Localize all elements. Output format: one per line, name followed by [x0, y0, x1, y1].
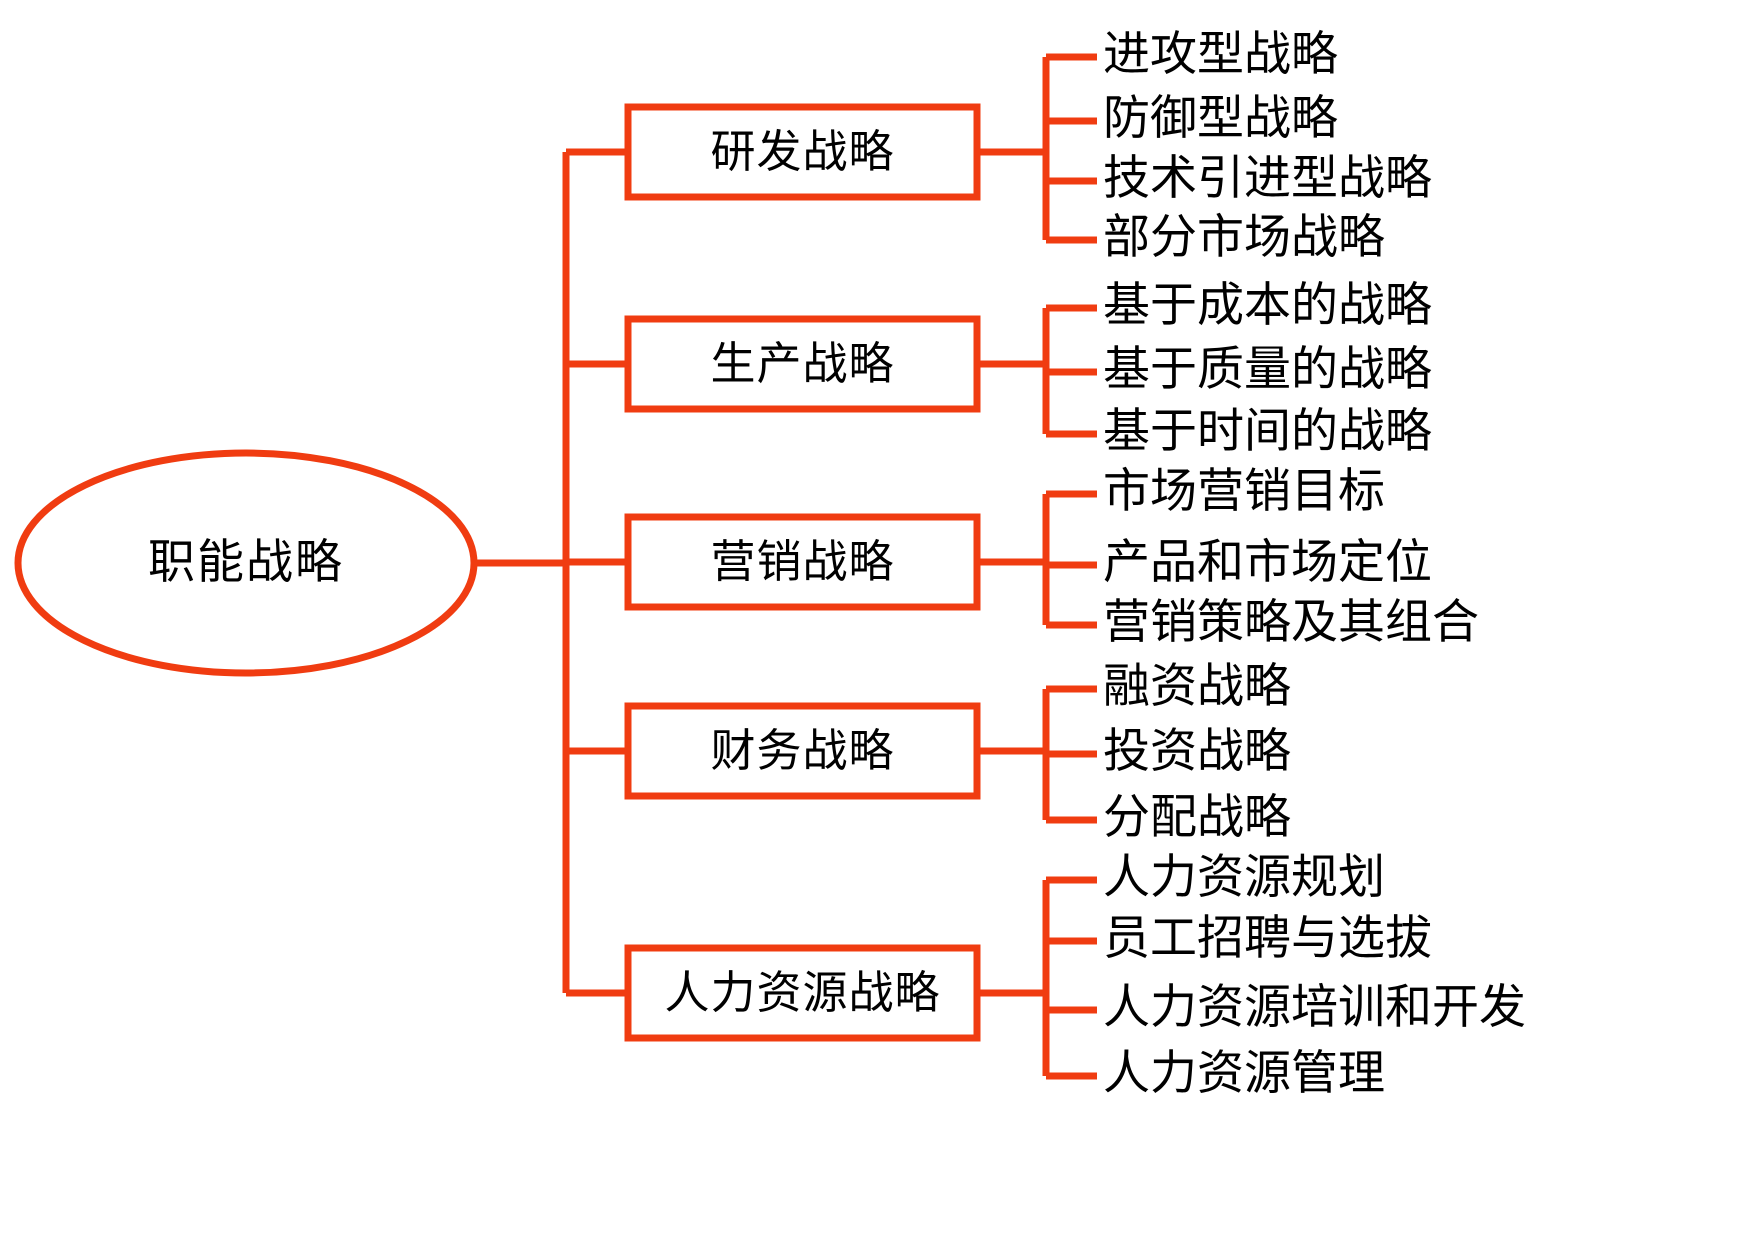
branch-label-4[interactable]: 财务战略: [710, 724, 895, 777]
leaf-label-4-1[interactable]: 融资战略: [1103, 659, 1291, 714]
leaf-label-2-3[interactable]: 基于时间的战略: [1103, 404, 1432, 459]
leaf-label-5-2[interactable]: 员工招聘与选拔: [1103, 911, 1432, 966]
leaf-label-1-4[interactable]: 部分市场战略: [1103, 210, 1385, 265]
leaf-label-2-1[interactable]: 基于成本的战略: [1103, 278, 1432, 333]
leaf-label-1-2[interactable]: 防御型战略: [1103, 91, 1338, 146]
branch-box-2[interactable]: [624, 315, 981, 413]
root-node-label[interactable]: 职能战略: [148, 535, 344, 590]
leaf-label-5-3[interactable]: 人力资源培训和开发: [1103, 980, 1526, 1035]
branch-label-5[interactable]: 人力资源战略: [664, 966, 941, 1019]
branch-box-3[interactable]: [624, 513, 981, 611]
leaf-label-4-2[interactable]: 投资战略: [1103, 724, 1291, 779]
leaf-label-3-1[interactable]: 市场营销目标: [1103, 464, 1385, 519]
branch-label-1[interactable]: 研发战略: [710, 125, 895, 178]
leaf-label-1-3[interactable]: 技术引进型战略: [1103, 151, 1432, 206]
root-node-ellipse[interactable]: [14, 449, 478, 677]
branch-box-4[interactable]: [624, 702, 981, 800]
leaf-label-1-1[interactable]: 进攻型战略: [1103, 27, 1338, 82]
leaf-label-2-2[interactable]: 基于质量的战略: [1103, 342, 1432, 397]
leaf-label-5-4[interactable]: 人力资源管理: [1103, 1046, 1385, 1101]
branch-label-3[interactable]: 营销战略: [710, 535, 895, 588]
leaf-label-3-3[interactable]: 营销策略及其组合: [1103, 595, 1479, 650]
leaf-label-4-3[interactable]: 分配战略: [1103, 790, 1291, 845]
branch-label-2[interactable]: 生产战略: [710, 337, 895, 390]
branch-box-1[interactable]: [624, 103, 981, 201]
leaf-label-3-2[interactable]: 产品和市场定位: [1103, 535, 1432, 590]
leaf-label-5-1[interactable]: 人力资源规划: [1103, 850, 1385, 905]
branch-box-5[interactable]: [624, 944, 981, 1042]
